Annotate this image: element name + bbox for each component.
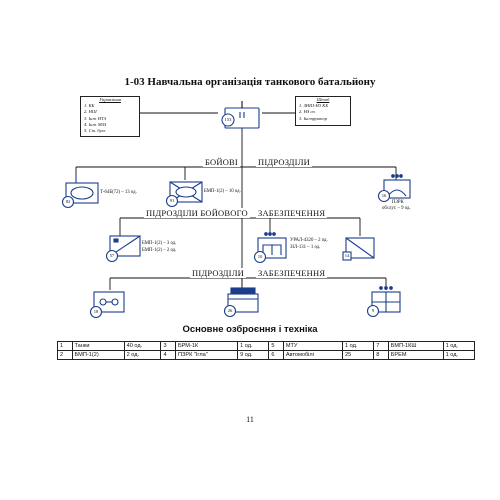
table-cell: Танки <box>71 341 125 351</box>
table-cell: 3 <box>160 341 176 351</box>
comms-number: 14 <box>344 253 350 258</box>
table-cell: 25 <box>341 350 375 360</box>
diagram-title: 1-03 Навчальна організація танкового бат… <box>124 76 376 88</box>
table-cell: БМП-1КШ <box>387 341 444 351</box>
table-cell: 5 <box>268 341 284 351</box>
command-number: 153 <box>224 117 232 122</box>
legend-item: 3. Інструктор <box>299 115 328 121</box>
communications-platoon-icon <box>342 237 375 261</box>
transport-platoon-icon <box>253 232 287 264</box>
table-cell: БМП-1(2) <box>71 350 125 360</box>
table-cell: Автомобілі <box>282 350 344 360</box>
table-cell: 2 од. <box>123 350 162 360</box>
legend-item: 5. Ст. бухг <box>84 128 106 134</box>
legend-item: 4. Інж МЗЗ <box>84 121 107 127</box>
transport-label-1: УРАЛ-4320 – 2 од. <box>290 238 328 243</box>
equipment-table: 1 Танки 40 од. 3 БРМ-1К 1 од. 5 МТУ 1 од… <box>57 341 476 360</box>
table-row: 1 Танки 40 од. 3 БРМ-1К 1 од. 5 МТУ 1 од… <box>57 341 476 351</box>
medical-number: 26 <box>227 308 233 313</box>
table-cell: 8 <box>373 350 389 360</box>
table-cell: 6 <box>268 350 284 360</box>
logistics-number: 9 <box>371 308 375 313</box>
table-cell: 9 од. <box>237 350 270 360</box>
page-number: 11 <box>246 415 254 424</box>
table-cell: БРЕМ <box>387 350 444 360</box>
support-section-label-right: ЗАБЕЗПЕЧЕННЯ <box>256 268 328 278</box>
logistics-platoon-icon <box>366 286 401 318</box>
table-cell: 1 <box>57 341 73 351</box>
legend-item: 2. НШ <box>84 109 97 115</box>
repair-number: 18 <box>93 309 99 314</box>
transport-number: 10 <box>257 254 263 259</box>
table-cell: 1 од. <box>442 350 476 360</box>
table-cell: 7 <box>373 341 389 351</box>
legend-item: 1. КБ <box>84 103 95 109</box>
combat-section-label-left: БОЙОВІ <box>203 157 240 167</box>
air-defense-label-2: обслуг. – 9 од. <box>382 206 411 211</box>
combat-support-section-label-right: ЗАБЕЗПЕЧЕННЯ <box>256 208 328 218</box>
transport-label-2: ЗІЛ-131 – 1 од. <box>290 245 321 250</box>
legend-item: 3. Інж НТЗ <box>84 115 106 121</box>
table-cell: БРМ-1К <box>174 341 239 351</box>
tank-company-label: Т-64Б(72) – 13 од. <box>100 190 137 195</box>
air-defense-platoon-icon <box>377 174 411 203</box>
table-cell: 1 од. <box>341 341 375 351</box>
table-cell: 2 <box>57 350 73 360</box>
table-cell: ПЗРК "Ігла" <box>174 350 239 360</box>
legend-item: 2. НЗ сп. <box>299 109 316 115</box>
bmp-company-label: БМП-1(2) – 10 од. <box>204 189 241 194</box>
table-cell: МТУ <box>282 341 344 351</box>
engineer-label-1: БМП-1(2) – 3 од. <box>142 241 177 246</box>
equipment-title: Основне озброєння і техніка <box>182 324 318 335</box>
combat-support-section-label-left: ПІДРОЗДІЛИ БОЙОВОГО <box>144 208 250 218</box>
staff-legend-header: Штаб <box>316 97 330 102</box>
engineer-label-2: БМП-1(2) – 2 од. <box>142 248 177 253</box>
table-cell: 1 од. <box>442 341 476 351</box>
staff-legend: Штаб 1. ЗНШ-Н3 КБ 2. НЗ сп. 3. Інструкто… <box>295 96 351 126</box>
air-defense-label-1: ПЗРК <box>392 200 404 205</box>
table-cell: 40 од. <box>123 341 162 351</box>
management-legend: Управління 1. КБ 2. НШ 3. Інж НТЗ 4. Інж… <box>80 96 140 137</box>
tank-company-icon <box>61 176 99 209</box>
table-row: 2 БМП-1(2) 2 од. 4 ПЗРК "Ігла" 9 од. 6 А… <box>57 350 476 360</box>
medical-platoon-icon <box>223 287 259 318</box>
repair-platoon-icon <box>89 291 125 319</box>
bmp-company-number: 91 <box>169 198 175 203</box>
table-cell: 1 од. <box>237 341 270 351</box>
table-cell: 4 <box>160 350 176 360</box>
engineer-platoon-icon <box>105 235 141 263</box>
combat-section-label-right: ПІДРОЗДІЛИ <box>256 157 313 167</box>
engineer-number: 57 <box>109 253 115 258</box>
air-defense-number: 16 <box>381 193 387 198</box>
legend-item: 1. ЗНШ-Н3 КБ <box>299 103 329 109</box>
tank-company-number: 82 <box>65 199 71 204</box>
battalion-command-icon <box>221 101 260 129</box>
support-section-label-left: ПІДРОЗДІЛИ <box>190 268 247 278</box>
bmp-company-icon <box>165 181 203 208</box>
management-legend-header: Управління <box>99 97 121 102</box>
